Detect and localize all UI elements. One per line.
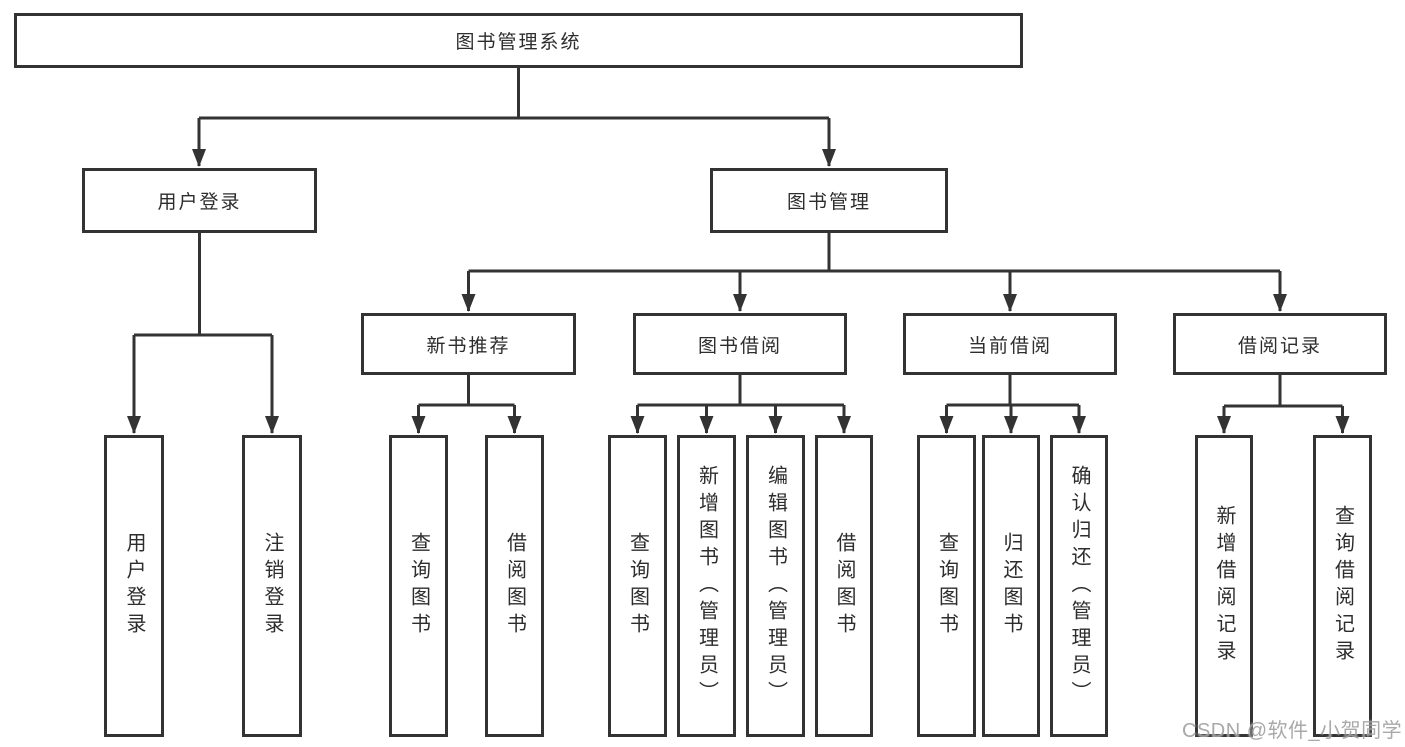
node-book-management: 图书管理 xyxy=(710,168,948,233)
leaf-logout-login: 注销登录 xyxy=(242,435,302,737)
leaf-borrow-book-under-borrow: 借阅图书 xyxy=(815,435,873,737)
node-book-management-system: 图书管理系统 xyxy=(14,13,1023,68)
leaf-query-book-under-borrow: 查询图书 xyxy=(608,435,667,737)
edge-book-borrow-trunk xyxy=(637,375,844,407)
edge-user-login-trunk xyxy=(134,233,272,337)
csdn-watermark: CSDN @软件_小贺同学 xyxy=(1182,720,1403,742)
edge-current-borrow-trunk xyxy=(946,375,1079,407)
leaf-borrow-book-under-recommend: 借阅图书 xyxy=(485,435,544,737)
leaf-add-book-admin: 新增图书（管理员） xyxy=(677,435,736,737)
edge-book-mgmt-trunk xyxy=(468,233,1280,273)
edge-new-book-rec-trunk xyxy=(418,375,515,407)
leaf-query-book-under-recommend: 查询图书 xyxy=(389,435,448,737)
leaf-query-borrow-record: 查询借阅记录 xyxy=(1313,435,1372,737)
leaf-user-login: 用户登录 xyxy=(104,435,164,737)
node-book-borrow: 图书借阅 xyxy=(633,313,847,375)
node-current-borrow: 当前借阅 xyxy=(903,313,1117,375)
leaf-confirm-return-admin: 确认归还（管理员） xyxy=(1050,435,1108,737)
leaf-return-book: 归还图书 xyxy=(982,435,1040,737)
edge-borrow-records-trunk xyxy=(1224,375,1343,408)
node-new-book-recommend: 新书推荐 xyxy=(361,313,576,375)
leaf-edit-book-admin: 编辑图书（管理员） xyxy=(746,435,805,737)
leaf-query-book-under-current: 查询图书 xyxy=(917,435,976,737)
node-borrow-records: 借阅记录 xyxy=(1173,313,1387,375)
node-user-login: 用户登录 xyxy=(82,168,317,233)
edge-root-trunk xyxy=(199,68,829,120)
leaf-add-borrow-record: 新增借阅记录 xyxy=(1195,435,1253,737)
